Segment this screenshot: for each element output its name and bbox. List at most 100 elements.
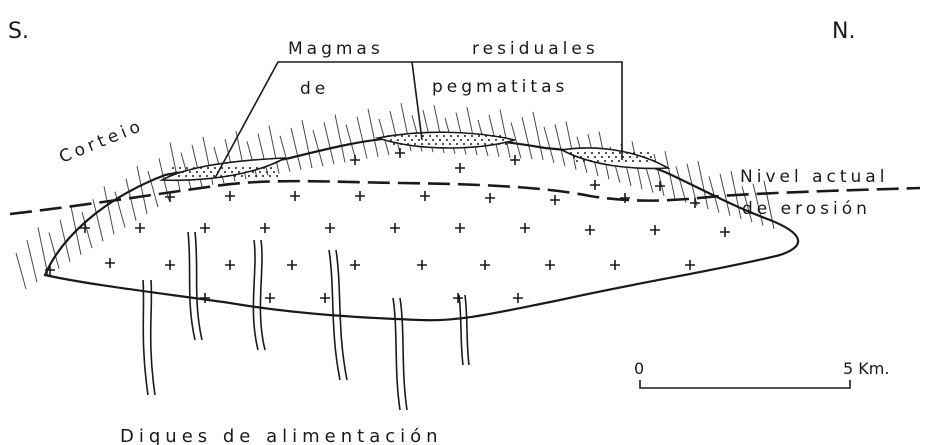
granite-plus [225, 191, 235, 201]
hachure-mark [499, 109, 511, 158]
stipple-dot [234, 175, 236, 177]
stipple-dot [573, 156, 575, 158]
magmas-label: Magmas [288, 39, 384, 59]
hachure-mark [752, 183, 764, 226]
direction-north-label: N. [832, 19, 855, 44]
stipple-dot [636, 156, 638, 158]
stipple-dot [632, 160, 634, 162]
granite-plus [260, 223, 270, 233]
hachure-mark [147, 171, 159, 208]
stipple-dot [463, 143, 465, 145]
stipple-dot [477, 143, 479, 145]
granite-plus [417, 260, 427, 270]
dike-6a [458, 294, 464, 366]
stipple-dot [429, 135, 431, 137]
stipple-dot [435, 143, 437, 145]
direction-south-label: S. [8, 19, 29, 44]
pegmatite-stipple [172, 135, 655, 177]
hachure-mark [169, 142, 181, 191]
granite-plus [290, 191, 300, 201]
granite-plus [485, 193, 495, 203]
stipple-dot [485, 135, 487, 137]
dikes-label: Diques de alimentación [120, 426, 443, 445]
hachure-mark [257, 133, 269, 176]
hachure-mark [301, 119, 313, 169]
stipple-dot [185, 175, 187, 177]
stipple-dot [470, 143, 472, 145]
stipple-dot [192, 175, 194, 177]
pluton-body [43, 135, 800, 322]
stipple-dot [227, 175, 229, 177]
stipple-dot [182, 171, 184, 173]
stipple-dot [200, 167, 202, 169]
stipple-dot [590, 160, 592, 162]
stipple-dot [640, 152, 642, 154]
stipple-dot [393, 143, 395, 145]
stipple-dot [210, 171, 212, 173]
stipple-dot [587, 156, 589, 158]
stipple-dot [418, 139, 420, 141]
granite-plus [610, 260, 620, 270]
hachure-mark [356, 116, 368, 159]
dike-4b [335, 249, 348, 381]
hachure-mark [675, 166, 687, 203]
granite-plus [550, 195, 560, 205]
stipple-dot [238, 171, 240, 173]
stipple-dot [404, 139, 406, 141]
granite-plus [80, 223, 90, 233]
hachure-mark [719, 173, 731, 216]
stipple-dot [456, 143, 458, 145]
stipple-dot [273, 171, 275, 173]
hachure-mark [334, 114, 346, 163]
stipple-dot [179, 167, 181, 169]
stipple-dot [639, 160, 641, 162]
hachure-mark [59, 219, 71, 262]
stipple-dot [499, 135, 501, 137]
dike-4a [328, 249, 341, 381]
stipple-dot [259, 171, 261, 173]
stipple-dot [464, 135, 466, 137]
stipple-dot [491, 143, 493, 145]
stipple-dot [207, 167, 209, 169]
stipple-dot [467, 139, 469, 141]
stipple-dot [266, 171, 268, 173]
stipple-dot [611, 160, 613, 162]
dike-2b [194, 231, 203, 341]
stipple-dot [647, 152, 649, 154]
granite-plus [620, 193, 630, 203]
granite-plus [453, 293, 463, 303]
granite-plus [135, 223, 145, 233]
stipple-dot [175, 171, 177, 173]
stipple-dot [594, 156, 596, 158]
granite-plus [325, 223, 335, 233]
hachure-mark [48, 232, 60, 269]
hachure-mark [279, 135, 291, 172]
stipple-dot [460, 139, 462, 141]
stipple-dot [397, 139, 399, 141]
stipple-dot [633, 152, 635, 154]
hachure-mark [697, 160, 709, 210]
dike-3b [259, 239, 266, 351]
hachure-mark [367, 108, 379, 157]
granite-plus [520, 223, 530, 233]
stipple-dot [577, 152, 579, 154]
hachure-mark [653, 153, 665, 197]
stipple-dot [612, 152, 614, 154]
stipple-dot [625, 160, 627, 162]
stipple-dot [604, 160, 606, 162]
stipple-dot [220, 175, 222, 177]
stipple-dot [203, 171, 205, 173]
hachure-mark [532, 111, 544, 160]
erosion-label-line2: de erosión [742, 199, 871, 219]
stipple-dot [576, 160, 578, 162]
pegmatite-lenses [159, 131, 671, 182]
stipple-dot [178, 175, 180, 177]
stipple-dot [407, 143, 409, 145]
granite-plus [350, 155, 360, 165]
granite-plus [320, 293, 330, 303]
stipple-dot [619, 152, 621, 154]
dike-5b [399, 297, 408, 411]
stipple-dot [439, 139, 441, 141]
stipple-dot [421, 143, 423, 145]
granite-plus [655, 181, 665, 191]
